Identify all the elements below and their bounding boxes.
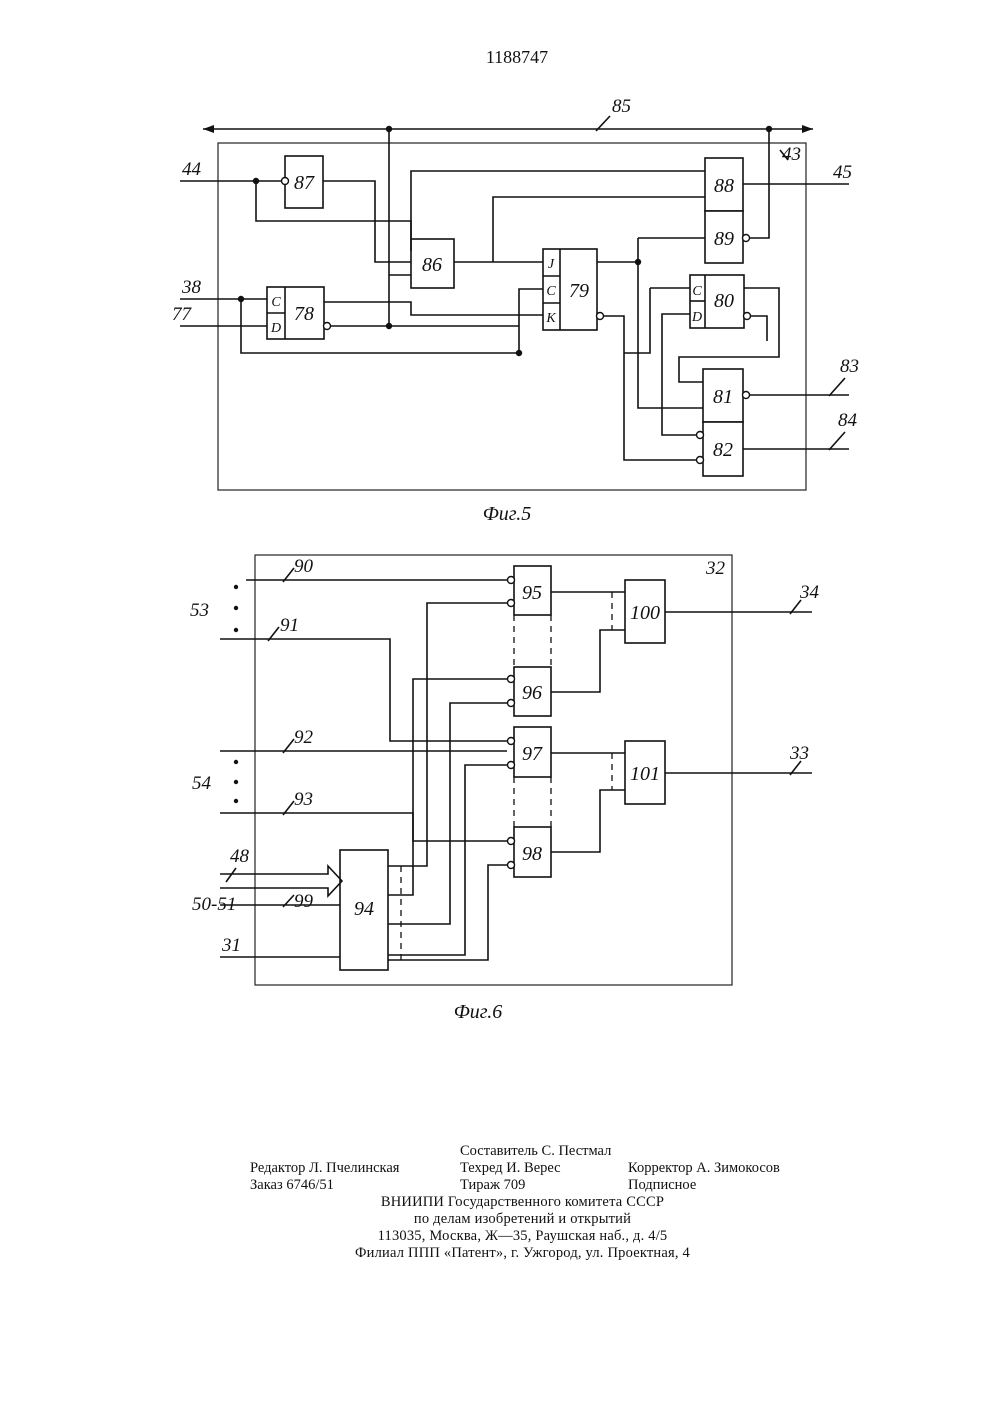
- block-95: 95: [508, 566, 552, 615]
- svg-text:89: 89: [714, 228, 734, 250]
- imprint-address: 113035, Москва, Ж—35, Раушская наб., д. …: [250, 1228, 795, 1245]
- block-79-jkff: J C K 79: [543, 249, 604, 330]
- svg-text:88: 88: [714, 175, 734, 197]
- imprint-branch: Филиал ППП «Патент», г. Ужгород, ул. Про…: [250, 1245, 795, 1262]
- imprint-corrector: Корректор А. Зимокосов: [628, 1160, 808, 1177]
- imprint-org2: по делам изобретений и открытий: [250, 1211, 795, 1228]
- label-99: 99: [294, 891, 314, 912]
- label-90: 90: [294, 556, 314, 577]
- block-89: 89: [705, 211, 750, 263]
- imprint-order: Заказ 6746/51: [250, 1177, 460, 1194]
- label-84: 84: [838, 410, 858, 431]
- block-98: 98: [508, 827, 552, 877]
- svg-text:J: J: [548, 257, 555, 272]
- block-80-dff: C D 80: [690, 275, 751, 328]
- svg-text:C: C: [271, 295, 281, 310]
- figure-6: 95 96 97 98 100 101: [190, 555, 820, 1023]
- imprint-subscription: Подписное: [628, 1177, 808, 1194]
- svg-text:101: 101: [630, 763, 660, 785]
- svg-text:95: 95: [522, 582, 542, 604]
- label-38: 38: [181, 277, 202, 298]
- block-78-dff: C D 78: [267, 287, 331, 339]
- label-93: 93: [294, 789, 313, 810]
- label-83: 83: [840, 356, 859, 377]
- svg-text:81: 81: [713, 386, 733, 408]
- imprint-block: Составитель С. Пестмал Редактор Л. Пчели…: [250, 1143, 810, 1262]
- label-43: 43: [782, 144, 801, 165]
- svg-text:K: K: [545, 311, 556, 326]
- label-33: 33: [789, 743, 809, 764]
- block-86: 86: [411, 239, 454, 288]
- svg-text:D: D: [270, 321, 281, 336]
- svg-text:94: 94: [354, 898, 374, 920]
- svg-text:86: 86: [422, 254, 442, 276]
- svg-text:97: 97: [522, 743, 543, 765]
- block-87: 87: [282, 156, 324, 208]
- block-101: 101: [625, 741, 665, 804]
- block-96: 96: [508, 667, 552, 716]
- label-44: 44: [182, 159, 202, 180]
- imprint-compiler: Составитель С. Пестмал: [460, 1143, 611, 1160]
- block-81: 81: [703, 369, 750, 422]
- figure-5: 85 87 88 89 86 C D 78: [172, 96, 859, 525]
- imprint-editor: Редактор Л. Пчелинская: [250, 1160, 460, 1177]
- svg-text:79: 79: [569, 280, 589, 302]
- fig6-caption: Фиг.6: [454, 1001, 503, 1023]
- label-54: 54: [192, 773, 212, 794]
- bus-ellipsis-dots: [234, 585, 238, 803]
- imprint-techred: Техред И. Верес: [460, 1160, 628, 1177]
- svg-text:78: 78: [294, 303, 314, 325]
- label-85: 85: [612, 96, 631, 117]
- label-77: 77: [172, 304, 193, 325]
- svg-text:82: 82: [713, 439, 733, 461]
- fig5-caption: Фиг.5: [483, 503, 532, 525]
- block-82: 82: [697, 422, 744, 476]
- svg-text:100: 100: [630, 602, 660, 624]
- imprint-org1: ВНИИПИ Государственного комитета СССР: [250, 1194, 795, 1211]
- label-50-51: 50-51: [192, 894, 236, 915]
- label-91: 91: [280, 615, 299, 636]
- label-34: 34: [799, 582, 820, 603]
- svg-text:C: C: [546, 284, 556, 299]
- block-88: 88: [705, 158, 743, 211]
- block-100: 100: [625, 580, 665, 643]
- svg-text:98: 98: [522, 843, 542, 865]
- svg-text:D: D: [691, 310, 702, 325]
- svg-text:C: C: [692, 284, 702, 299]
- svg-text:87: 87: [294, 172, 315, 194]
- label-32: 32: [705, 558, 726, 579]
- label-31: 31: [221, 935, 241, 956]
- svg-text:96: 96: [522, 682, 542, 704]
- svg-text:80: 80: [714, 290, 734, 312]
- label-92: 92: [294, 727, 314, 748]
- label-45: 45: [833, 162, 852, 183]
- label-48: 48: [230, 846, 250, 867]
- label-53: 53: [190, 600, 209, 621]
- imprint-circulation: Тираж 709: [460, 1177, 628, 1194]
- patent-number: 1188747: [486, 47, 548, 67]
- block-97: 97: [508, 727, 552, 777]
- block-94: 94: [340, 850, 388, 970]
